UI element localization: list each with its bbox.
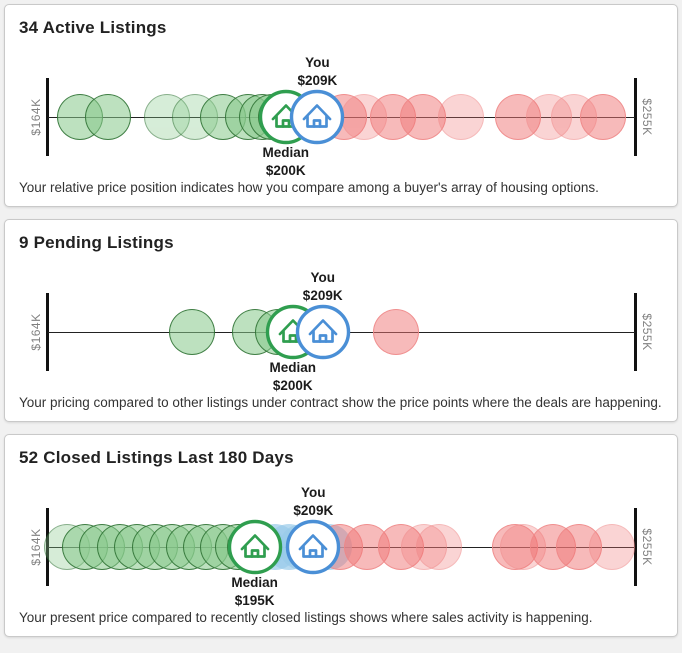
you-marker[interactable]: You $209K (287, 55, 347, 147)
you-label: You $209K (303, 269, 343, 305)
axis-min-bar (46, 293, 49, 371)
axis-max-bar (634, 293, 637, 371)
listing-dot[interactable] (168, 309, 215, 355)
you-marker[interactable]: You $209K (283, 485, 343, 577)
panel-description: Your relative price position indicates h… (19, 180, 599, 196)
listing-panel: 9 Pending Listings $164K $255K Median (4, 219, 678, 422)
listing-dot[interactable] (589, 524, 636, 570)
median-label: Median $200K (262, 144, 309, 180)
you-price: $209K (293, 502, 334, 518)
you-label: You $209K (298, 54, 338, 90)
listing-panel: 52 Closed Listings Last 180 Days $164K $… (4, 434, 678, 637)
you-house-icon (290, 89, 345, 145)
axis-max-label: $255K (640, 98, 654, 136)
you-price: $209K (297, 72, 338, 88)
axis-min-label: $164K (29, 98, 43, 136)
panel-description: Your present price compared to recently … (19, 610, 593, 626)
median-price: $195K (234, 593, 275, 609)
panel-description: Your pricing compared to other listings … (19, 395, 662, 411)
price-distribution-chart: $164K $255K Median $200K (19, 41, 663, 179)
listing-dot[interactable] (579, 94, 626, 140)
you-house-icon (295, 304, 350, 360)
price-distribution-chart: $164K $255K Median $195K (19, 471, 663, 609)
median-marker[interactable]: Median $195K (225, 517, 285, 608)
axis-min-bar (46, 78, 49, 156)
median-label-text: Median (231, 575, 278, 590)
axis-band: Median $200K You $209K (48, 256, 635, 393)
panel-title: 34 Active Listings (19, 18, 167, 37)
axis-max-bar (634, 508, 637, 586)
you-price: $209K (302, 287, 343, 303)
median-house-icon (227, 519, 282, 575)
panel-title: 52 Closed Listings Last 180 Days (19, 448, 294, 467)
median-label-text: Median (262, 145, 309, 160)
listing-panel: 34 Active Listings $164K $255K Median (4, 4, 678, 207)
axis-band: Median $200K You $209K (48, 41, 635, 178)
median-label: Median $195K (231, 574, 278, 610)
axis-band: Median $195K You $209K (43, 471, 636, 608)
listing-dot[interactable] (84, 94, 131, 140)
price-distribution-chart: $164K $255K Median $200K (19, 256, 663, 394)
you-label: You $209K (293, 484, 333, 520)
median-price: $200K (265, 163, 306, 179)
axis-min-label: $164K (29, 313, 43, 351)
median-label: Median $200K (270, 359, 317, 395)
axis-min-label: $164K (29, 528, 43, 566)
you-label-text: You (305, 54, 330, 70)
axis-max-bar (634, 78, 637, 156)
axis-max-label: $255K (640, 313, 654, 351)
median-label-text: Median (269, 360, 317, 375)
you-label-text: You (301, 484, 326, 500)
listing-dot[interactable] (437, 94, 484, 140)
panel-title: 9 Pending Listings (19, 233, 174, 252)
you-label-text: You (310, 269, 335, 285)
axis-max-label: $255K (640, 528, 654, 566)
you-house-icon (286, 519, 341, 575)
you-marker[interactable]: You $209K (293, 270, 353, 362)
listing-dot[interactable] (415, 524, 462, 570)
median-price: $200K (272, 378, 313, 394)
listing-dot[interactable] (373, 309, 420, 355)
